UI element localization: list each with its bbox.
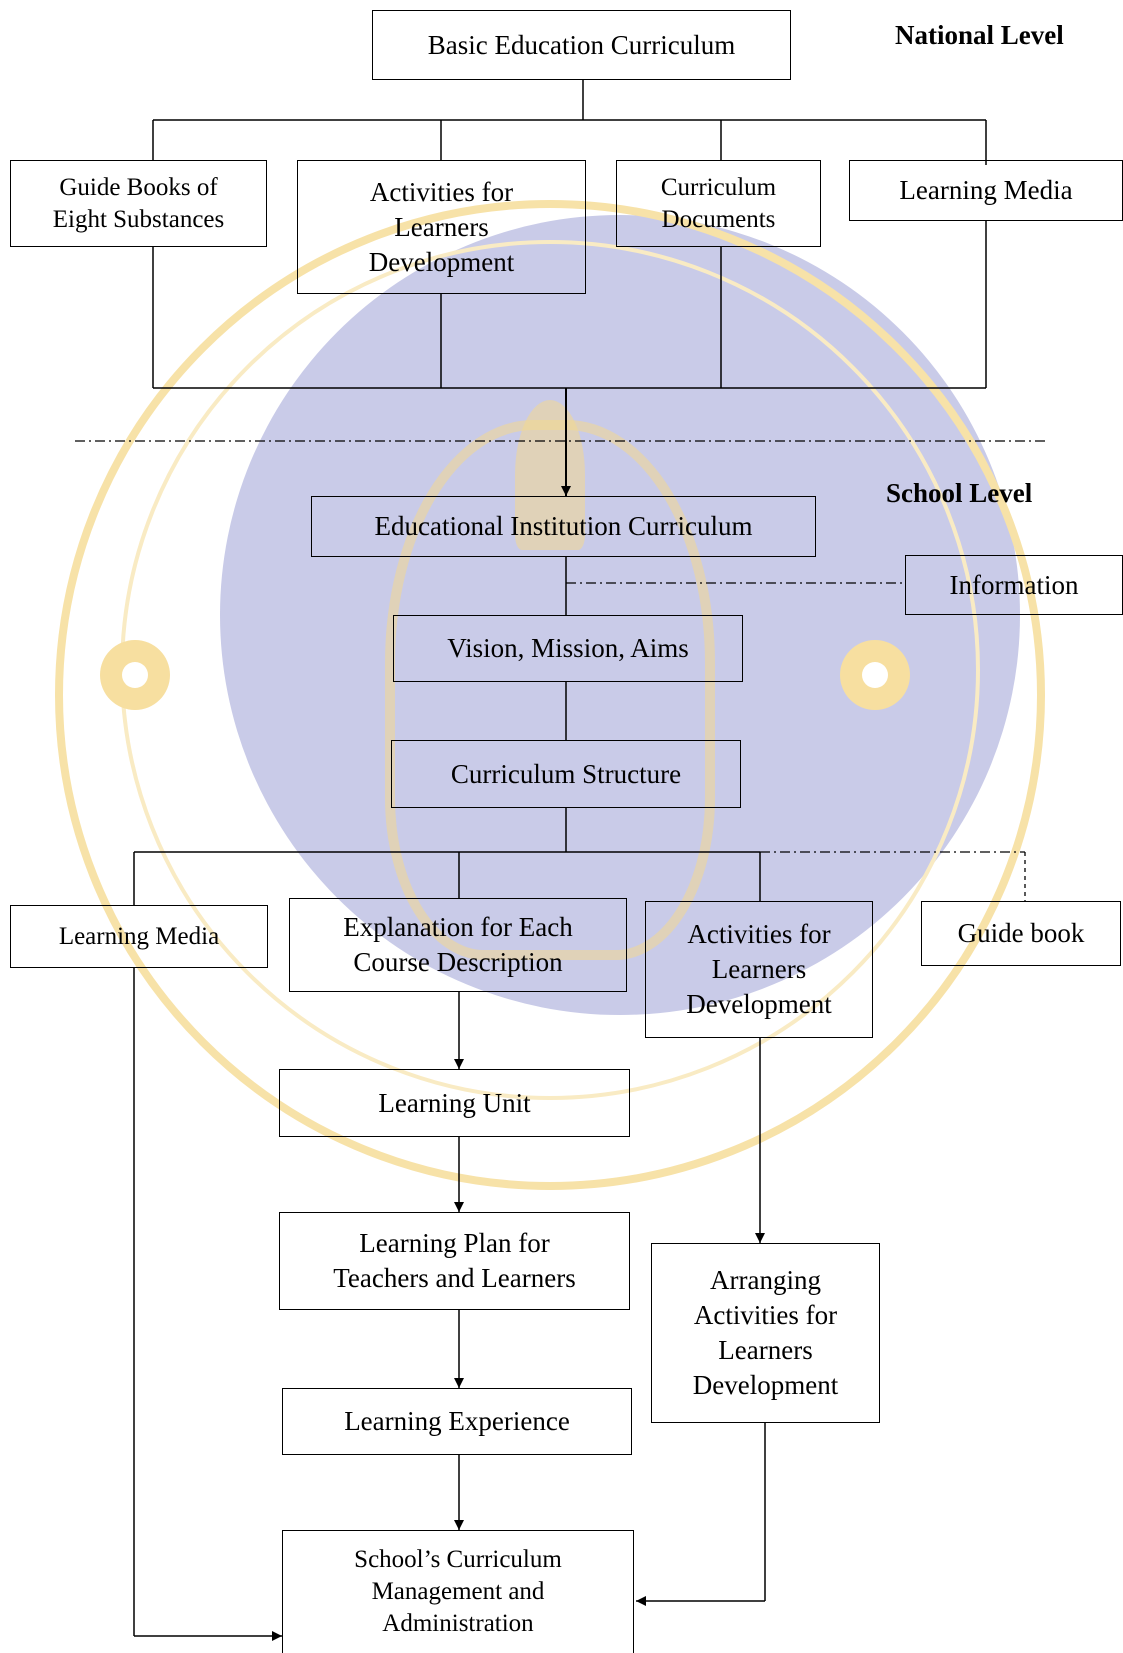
watermark-flower-right (840, 640, 910, 710)
educational-institution-curriculum-box: Educational Institution Curriculum (311, 496, 816, 557)
school-curriculum-management-box: School’s Curriculum Management and Admin… (282, 1530, 634, 1653)
learning-plan-box: Learning Plan for Teachers and Learners (279, 1212, 630, 1310)
curriculum-documents-box: Curriculum Documents (616, 160, 821, 247)
curriculum-structure-box: Curriculum Structure (391, 740, 741, 808)
national-activities-box: Activities for Learners Development (297, 160, 586, 294)
explanation-box: Explanation for Each Course Description (289, 898, 627, 992)
guide-books-box: Guide Books of Eight Substances (10, 160, 267, 247)
vision-mission-aims-box: Vision, Mission, Aims (393, 615, 743, 682)
arranging-activities-box: Arranging Activities for Learners Develo… (651, 1243, 880, 1423)
school-level-label: School Level (886, 478, 1033, 508)
learning-experience-box: Learning Experience (282, 1388, 632, 1455)
basic-education-curriculum-box: Basic Education Curriculum (372, 10, 791, 80)
school-activities-box: Activities for Learners Development (645, 901, 873, 1038)
watermark-spire (515, 400, 585, 550)
learning-unit-box: Learning Unit (279, 1069, 630, 1137)
watermark-ring (55, 200, 1045, 1190)
watermark-flower-left (100, 640, 170, 710)
information-box: Information (905, 555, 1123, 615)
national-level-label: National Level (895, 20, 1064, 50)
guide-book-box: Guide book (921, 901, 1121, 966)
national-learning-media-box: Learning Media (849, 160, 1123, 221)
school-learning-media-box: Learning Media (10, 905, 268, 968)
